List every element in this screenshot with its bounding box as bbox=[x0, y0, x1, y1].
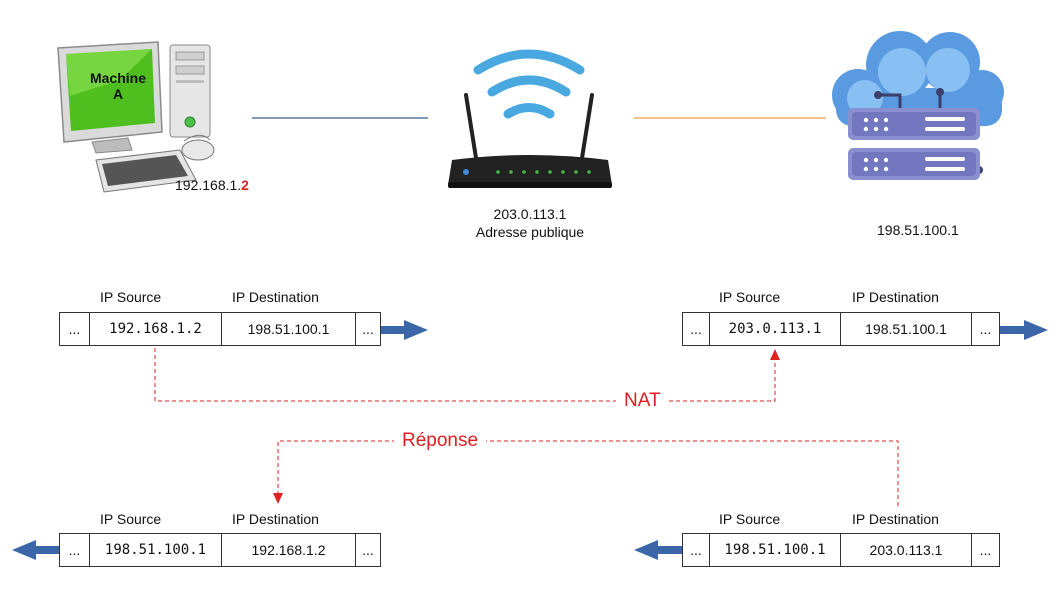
packet-arrow-right-2 bbox=[1000, 320, 1048, 340]
wifi-router-icon bbox=[448, 49, 612, 188]
machine-name-line1: Machine bbox=[89, 70, 146, 86]
response-flow-arrowhead bbox=[273, 493, 283, 504]
packet-ellipsis-left: ... bbox=[683, 313, 710, 345]
router-label: 203.0.113.1 Adresse publique bbox=[460, 205, 600, 241]
packet-ip-source: 203.0.113.1 bbox=[710, 313, 841, 345]
packet3-header-dst: IP Destination bbox=[232, 511, 319, 527]
packet-ellipsis-right: ... bbox=[362, 542, 374, 558]
packet-arrow-left-3 bbox=[12, 540, 60, 560]
packet-ip-destination: 198.51.100.1 bbox=[841, 313, 972, 345]
nat-flow-label: NAT bbox=[616, 390, 669, 412]
desktop-computer-icon bbox=[57, 41, 215, 193]
packet-arrow-left-4 bbox=[634, 540, 682, 560]
packet-ip-destination: 203.0.113.1 bbox=[841, 534, 972, 566]
nat-flow-arrowhead bbox=[770, 349, 780, 360]
packet-ellipsis-right: ... bbox=[979, 542, 992, 558]
packet4-header-src: IP Source bbox=[719, 511, 781, 527]
machine-ip-label: 192.168.1.2 bbox=[175, 177, 249, 193]
packet2-header-src: IP Source bbox=[719, 289, 781, 305]
machine-ip-suffix: 2 bbox=[241, 177, 249, 193]
packet-ip-source: 192.168.1.2 bbox=[90, 313, 222, 345]
router-caption: Adresse publique bbox=[475, 224, 585, 240]
packet-ellipsis-right: ... bbox=[362, 321, 374, 337]
packet4-header-dst: IP Destination bbox=[852, 511, 939, 527]
response-flow-line bbox=[277, 440, 899, 506]
packet-ellipsis-left: ... bbox=[683, 534, 710, 566]
packet1-header-dst: IP Destination bbox=[232, 289, 319, 305]
packet-ip-destination: 198.51.100.1 bbox=[222, 313, 356, 345]
packet1-header-src: IP Source bbox=[100, 289, 162, 305]
nat-flow-line bbox=[154, 348, 776, 402]
packet-ip-destination: 192.168.1.2 bbox=[222, 534, 356, 566]
packet-wan-outbound: ... 203.0.113.1 198.51.100.1 ... bbox=[682, 312, 1000, 346]
packet-ellipsis-left: ... bbox=[60, 313, 90, 345]
machine-name-line2: A bbox=[112, 86, 124, 102]
packet-lan-inbound: ... 198.51.100.1 192.168.1.2 ... bbox=[59, 533, 381, 567]
packet-ip-source: 198.51.100.1 bbox=[710, 534, 841, 566]
cloud-server-icon bbox=[832, 31, 1004, 180]
packet-lan-outbound: ... 192.168.1.2 198.51.100.1 ... bbox=[59, 312, 381, 346]
packet-ellipsis-right: ... bbox=[979, 321, 992, 337]
packet-ip-source: 198.51.100.1 bbox=[90, 534, 222, 566]
router-ip: 203.0.113.1 bbox=[493, 206, 567, 222]
packet2-header-dst: IP Destination bbox=[852, 289, 939, 305]
packet-ellipsis-left: ... bbox=[60, 534, 90, 566]
machine-ip-prefix: 192.168.1. bbox=[175, 177, 242, 193]
machine-screen-label: Machine A bbox=[86, 70, 150, 102]
packet3-header-src: IP Source bbox=[100, 511, 162, 527]
packet-arrow-right-1 bbox=[380, 320, 428, 340]
response-flow-label: Réponse bbox=[394, 430, 487, 452]
server-ip-label: 198.51.100.1 bbox=[877, 222, 959, 238]
packet-wan-inbound: ... 198.51.100.1 203.0.113.1 ... bbox=[682, 533, 1000, 567]
